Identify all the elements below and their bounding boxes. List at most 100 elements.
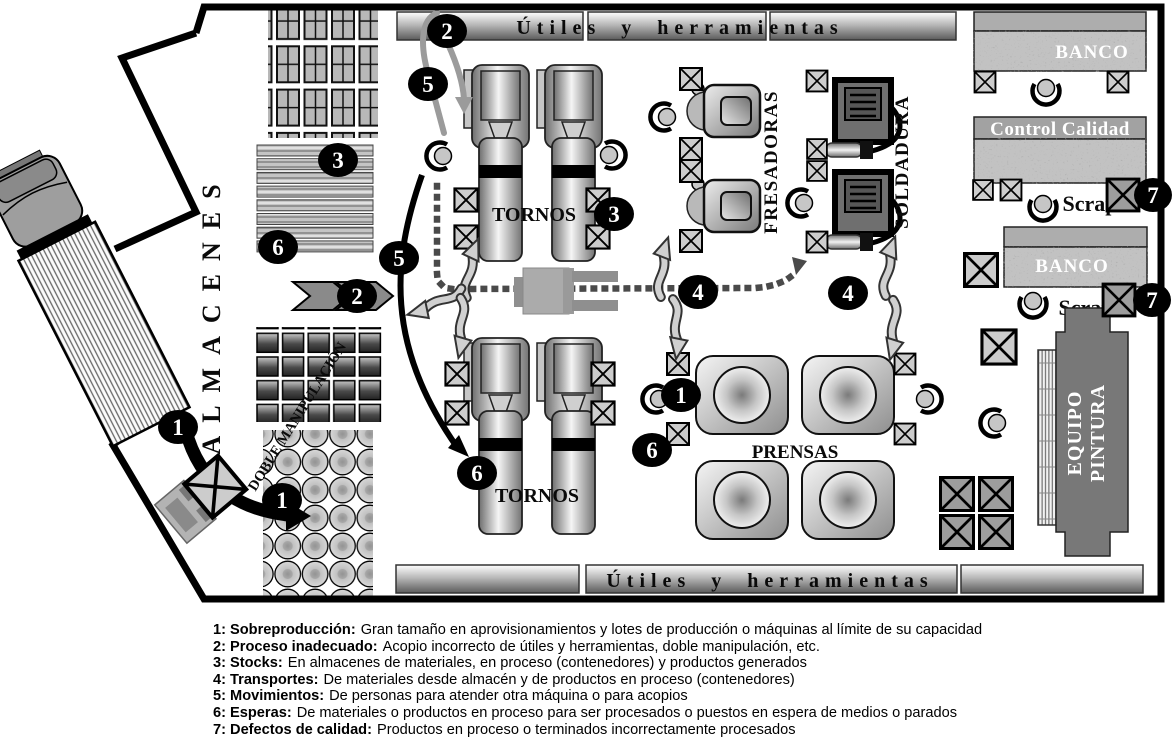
almacenes-label: ALMACENES xyxy=(197,171,226,454)
tornos-area-bottom: TORNOS xyxy=(463,337,603,535)
svg-text:4: 4 xyxy=(692,280,704,305)
tornos-label: TORNOS xyxy=(495,485,579,507)
process-arrow-line xyxy=(445,41,467,102)
waste-badge-6: 6 xyxy=(457,456,497,490)
legend-term: 5: Movimientos: xyxy=(213,688,325,705)
shelf-stock-bars xyxy=(256,144,374,253)
legend-item-5: 5: Movimientos:De personas para atender … xyxy=(213,688,1163,705)
container-box-icon xyxy=(972,179,994,201)
scrap-container-icon xyxy=(1101,282,1137,318)
floor-plan: Útiles y herramientas Útiles y herramien… xyxy=(0,3,1172,603)
equipo-pintura-area: EQUIPO PINTURA xyxy=(1037,307,1129,557)
container-box-icon xyxy=(805,69,829,93)
legend-item-6: 6: Esperas:De materiales o productos en … xyxy=(213,705,1163,722)
svg-text:5: 5 xyxy=(393,246,405,271)
soldadura-area: SOLDADURA xyxy=(815,80,913,252)
svg-text:1: 1 xyxy=(675,383,687,408)
waste-badge-5: 5 xyxy=(379,241,419,275)
milling-machine xyxy=(685,176,762,234)
waste-badge-6: 6 xyxy=(258,230,298,264)
waste-badge-7: 7 xyxy=(1133,283,1171,317)
waste-badge-2: 2 xyxy=(337,279,377,313)
container-box-icon xyxy=(590,361,616,387)
container-box-icon xyxy=(679,159,703,183)
container-box-icon xyxy=(444,400,470,426)
container-box-icon xyxy=(999,178,1023,202)
waste-badge-5: 5 xyxy=(408,67,448,101)
banco-top-area: BANCO xyxy=(973,11,1147,72)
waste-badge-1: 1 xyxy=(661,378,701,412)
legend-desc: De personas para atender otra máquina o … xyxy=(329,688,688,705)
waste-badge-3: 3 xyxy=(594,197,634,231)
bottom-banner-label: Útiles y herramientas xyxy=(606,568,933,592)
svg-text:6: 6 xyxy=(646,438,658,463)
banco-label: BANCO xyxy=(1055,42,1129,63)
container-box-icon xyxy=(893,352,917,376)
svg-text:1: 1 xyxy=(172,415,184,440)
tornos-area-top: TORNOS xyxy=(463,64,603,262)
container-box-icon xyxy=(679,229,703,253)
curved-arrow-icon xyxy=(885,300,906,361)
container-box-icon xyxy=(453,187,479,213)
operator-icon xyxy=(1030,196,1057,221)
delivery-truck-icon xyxy=(0,149,192,448)
welding-machine xyxy=(835,172,891,234)
svg-text:4: 4 xyxy=(842,281,854,306)
operator-icon xyxy=(787,190,812,217)
operator-icon xyxy=(601,142,626,169)
waste-badge-2: 2 xyxy=(427,14,467,48)
prensas-area: PRENSAS xyxy=(695,355,895,540)
pintura-label: PINTURA xyxy=(1087,384,1109,482)
legend-term: 3: Stocks: xyxy=(213,655,283,672)
dark-stock-squares-grid xyxy=(255,327,383,422)
operator-icon xyxy=(1020,293,1047,318)
control-calidad-area: Control Calidad xyxy=(973,116,1147,184)
top-banner-label: Útiles y herramientas xyxy=(516,15,843,39)
black-arrowhead-icon xyxy=(448,435,469,457)
welding-machine xyxy=(835,80,891,142)
svg-text:7: 7 xyxy=(1146,288,1158,313)
container-box-icon xyxy=(805,230,829,254)
waste-badges: 2 5 3 6 2 5 1 1 3 6 4 4 1 6 7 7 xyxy=(158,14,1172,517)
bottom-tool-shelf-banner: Útiles y herramientas xyxy=(395,564,1144,594)
legend-item-4: 4: Transportes:De materiales desde almac… xyxy=(213,672,1163,689)
soldadura-label: SOLDADURA xyxy=(892,95,913,229)
curved-arrow-icon xyxy=(669,299,688,360)
prensas-label: PRENSAS xyxy=(752,442,839,463)
fresadoras-label: FRESADORAS xyxy=(761,90,782,234)
operator-icon xyxy=(650,104,675,131)
legend-desc: Gran tamaño en aprovisionamientos y lote… xyxy=(360,622,983,638)
forklift-icon xyxy=(153,453,249,545)
container-box-icon xyxy=(679,67,703,91)
banco-bottom-area: BANCO xyxy=(1003,226,1148,288)
svg-text:6: 6 xyxy=(272,235,284,260)
legend-term: 6: Esperas: xyxy=(213,704,292,721)
top-tool-shelf-banner: Útiles y herramientas xyxy=(396,11,957,41)
banco-label: BANCO xyxy=(1035,256,1109,277)
operator-icon xyxy=(980,410,1005,437)
equipo-label: EQUIPO xyxy=(1064,391,1086,476)
waste-badge-4: 4 xyxy=(678,275,718,309)
movement-arrow-line xyxy=(397,174,460,449)
control-calidad-label: Control Calidad xyxy=(990,119,1130,140)
waste-badge-7: 7 xyxy=(1134,178,1172,212)
waste-badge-4: 4 xyxy=(828,276,868,310)
waste-badge-3: 3 xyxy=(318,143,358,177)
svg-text:3: 3 xyxy=(608,202,620,227)
container-box-icon xyxy=(679,137,703,161)
svg-text:3: 3 xyxy=(332,148,344,173)
container-box-icon xyxy=(444,361,470,387)
svg-text:2: 2 xyxy=(441,19,453,44)
container-box-icon xyxy=(963,252,999,288)
legend-desc: En almacenes de materiales, en proceso (… xyxy=(287,655,807,672)
container-box-icon xyxy=(1106,70,1130,94)
waste-badge-1: 1 xyxy=(262,483,302,517)
press-machine xyxy=(801,355,895,435)
gray-arrowhead-icon xyxy=(455,97,473,114)
operator-icon xyxy=(426,143,451,170)
svg-text:6: 6 xyxy=(471,461,483,486)
press-machine xyxy=(695,460,789,540)
paint-equipment-body xyxy=(1055,307,1129,557)
operator-icon xyxy=(1033,80,1060,105)
legend-desc: De materiales o productos en proceso par… xyxy=(296,704,958,721)
